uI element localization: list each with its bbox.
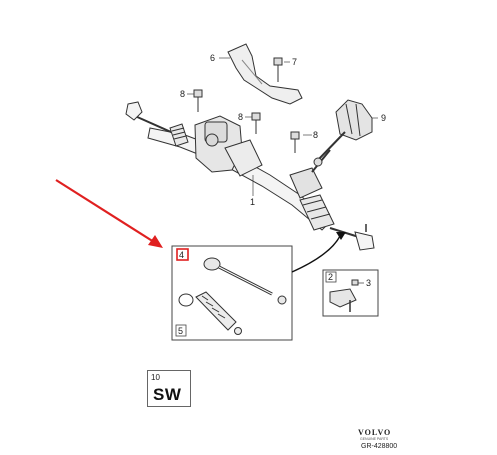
leader-lines — [187, 57, 378, 196]
bolt-part-8-c — [290, 131, 300, 153]
callout-1: 1 — [250, 197, 255, 207]
brand-logo: VOLVO — [358, 428, 392, 437]
callout-9: 9 — [381, 113, 386, 123]
brand-subtitle: GENUINE PARTS — [360, 437, 389, 441]
mount-part-9 — [313, 99, 373, 167]
tie-rod-end-part-2 — [329, 288, 357, 312]
callout-7: 7 — [292, 57, 297, 67]
detail-box-tie-rod — [171, 245, 293, 341]
highlight-box-part-4 — [176, 248, 189, 261]
callout-8-c: 8 — [313, 130, 318, 140]
callout-5: 5 — [178, 326, 183, 336]
steering-rack-assembly — [125, 101, 375, 251]
callout-3: 3 — [366, 278, 371, 288]
callout-box-5 — [175, 324, 187, 337]
bellows-part-5 — [178, 291, 242, 335]
detail-box-tie-rod-end — [322, 269, 379, 317]
sw-box-code: SW — [153, 385, 182, 404]
red-arrowhead-icon — [148, 235, 163, 248]
drawing-number: GR-428800 — [361, 443, 398, 450]
callout-6: 6 — [210, 53, 215, 63]
sw-reference-box: 10 SW — [147, 370, 191, 407]
callout-4: 4 — [179, 250, 184, 260]
callout-8-a: 8 — [180, 89, 185, 99]
sw-box-number: 10 — [151, 373, 160, 382]
bolt-part-8-b — [251, 112, 261, 134]
bolt-part-8-a — [193, 89, 203, 112]
pointer-arrowhead — [336, 232, 346, 240]
pointer-curve-arrow — [291, 235, 341, 273]
bracket-part-6 — [227, 43, 303, 105]
red-indicator-arrow — [55, 179, 155, 243]
inner-tie-rod-part-4 — [203, 257, 287, 305]
callout-8-b: 8 — [238, 112, 243, 122]
callout-2: 2 — [328, 272, 333, 282]
callout-box-2 — [325, 271, 337, 283]
nut-part-3 — [351, 279, 364, 286]
bolt-part-7 — [273, 57, 283, 82]
